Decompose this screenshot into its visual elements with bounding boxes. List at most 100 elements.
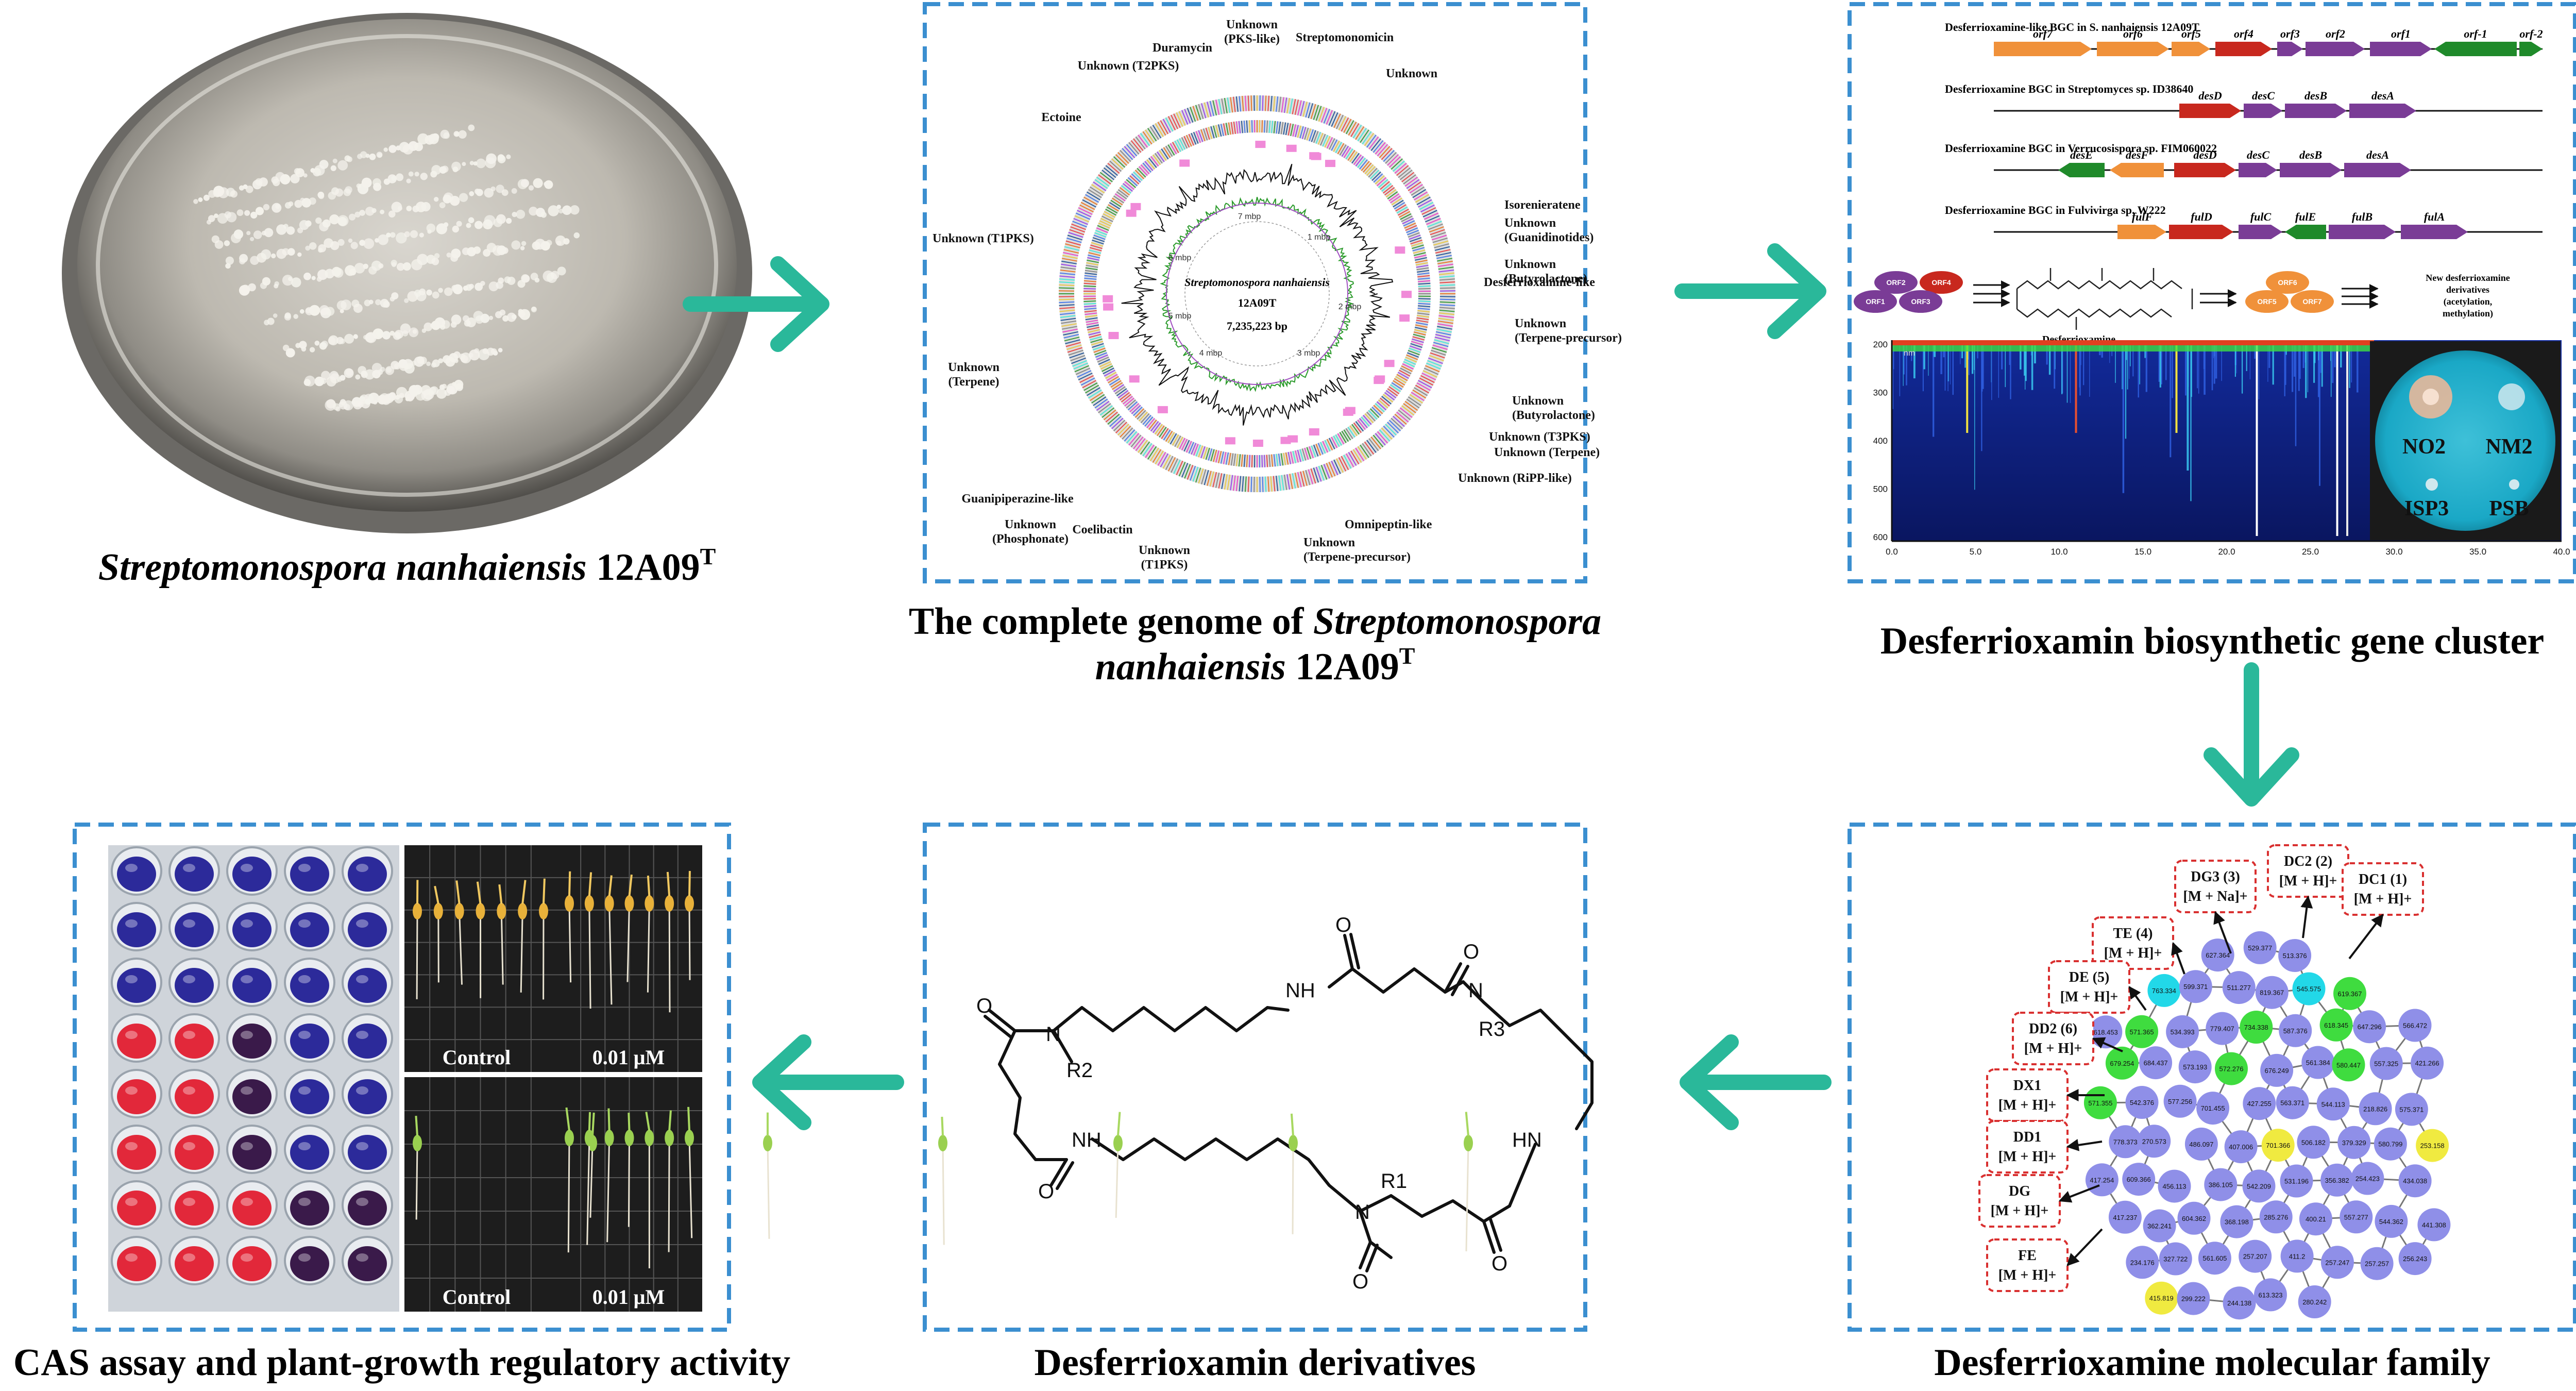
well-highlight [298, 864, 311, 872]
hplc-top-band [1892, 340, 2374, 345]
network-node [2301, 1046, 2335, 1079]
gene-tick [1083, 196, 1098, 205]
gene-tick [1171, 114, 1178, 129]
gene-tick [1117, 189, 1129, 198]
colony [355, 374, 361, 380]
bgc-label: Unknown(Terpene-precursor) [1515, 317, 1622, 345]
gene-tick [1384, 392, 1395, 400]
gene-tick [1366, 166, 1376, 176]
network-node [2240, 1011, 2273, 1044]
node-mz: 386.105 [2209, 1181, 2233, 1189]
atom-n-2: N [1468, 979, 1483, 1002]
gene-tick [1273, 96, 1276, 112]
gene-tick [1068, 232, 1083, 238]
gene-label: fulF [2132, 210, 2153, 223]
colony [214, 213, 218, 219]
colony [271, 253, 276, 259]
new-derivs-line1: New desferrioxamine [2426, 273, 2510, 283]
gene-tick [1130, 140, 1142, 153]
node-mz: 544.113 [2321, 1100, 2345, 1108]
colony [419, 288, 426, 296]
gene-tick [1074, 215, 1089, 223]
gene-tick [1418, 282, 1431, 285]
gene-tick [1381, 427, 1393, 440]
gene-tick [1422, 370, 1437, 378]
gene-tick [1173, 113, 1181, 128]
compound-ion: [M + H]+ [2354, 891, 2412, 907]
hplc-y-tick: 400 [1873, 436, 1888, 446]
colony [534, 277, 540, 283]
compound-ion: [M + H]+ [2024, 1041, 2082, 1057]
gene-tick [1181, 439, 1188, 451]
gene-tick [1326, 439, 1333, 451]
gene-tick [1297, 449, 1301, 462]
compound-ion: [M + H]+ [2060, 989, 2119, 1005]
label-arrow [2348, 914, 2384, 960]
label-arrow [2300, 895, 2313, 938]
gene-tick [1326, 463, 1333, 478]
gene-tick [1435, 331, 1451, 336]
gene-tick [1071, 223, 1086, 230]
gene-tick [1122, 427, 1133, 440]
gene-tick [1103, 409, 1116, 421]
gene-tick [1364, 132, 1375, 146]
gene-tick [1209, 100, 1214, 116]
bgc-marker [1157, 406, 1168, 413]
gene-arrow [2349, 104, 2416, 118]
gene-tick [1099, 361, 1111, 367]
well-highlight [241, 864, 253, 872]
compound-label-box [2267, 844, 2349, 898]
gene-label: desF [2126, 148, 2148, 161]
node-mz: 701.366 [2266, 1142, 2290, 1149]
tick-1mbp: 1 mbp [1308, 233, 1331, 242]
gene-tick [1218, 473, 1223, 489]
gene-tick [1405, 357, 1417, 363]
gene-tick [1295, 450, 1299, 463]
colony [412, 329, 417, 334]
gene-tick [1376, 401, 1387, 411]
colony [426, 361, 431, 366]
seed [413, 903, 422, 919]
gene-tick [1195, 444, 1201, 457]
hplc-y-tick: 200 [1873, 340, 1888, 349]
node-mz: 684.437 [2144, 1059, 2168, 1067]
gene-tick [1283, 97, 1287, 113]
node-mz: 763.334 [2152, 987, 2176, 995]
colony [305, 245, 311, 251]
seed [685, 1130, 694, 1146]
colony [301, 198, 311, 208]
node-mz: 379.329 [2342, 1139, 2366, 1147]
gene-tick [1165, 145, 1173, 157]
gene-tick [1105, 209, 1117, 216]
gene-tick [1376, 177, 1387, 187]
colony [315, 217, 322, 224]
gene-tick [1184, 464, 1191, 479]
gene-tick [1401, 405, 1415, 416]
well-liquid [175, 1191, 214, 1226]
colony [386, 232, 391, 238]
gene-tick [1208, 127, 1213, 139]
colony [557, 266, 566, 276]
node-mz: 599.371 [2183, 983, 2208, 991]
compound-label-box [2092, 916, 2174, 970]
well-highlight [298, 1086, 311, 1095]
network-node [2184, 1127, 2218, 1161]
gene-tick [1326, 137, 1333, 149]
gene-tick [1138, 135, 1148, 148]
arrow-left-2 [752, 1034, 904, 1130]
atom-o-6: O [1492, 1252, 1507, 1275]
gene-tick [1381, 396, 1392, 405]
colony [299, 341, 307, 349]
gene-tick [1368, 136, 1379, 149]
colony [386, 367, 392, 373]
network-node [2261, 1129, 2295, 1162]
colony [325, 307, 335, 316]
colony [365, 154, 370, 158]
gene-tick [1355, 156, 1364, 167]
gene-tick [1393, 415, 1405, 427]
gene-tick [1372, 140, 1384, 153]
gene-tick [1111, 417, 1124, 429]
colony [404, 231, 410, 238]
well-highlight [183, 1086, 195, 1095]
root [1115, 1144, 1119, 1218]
